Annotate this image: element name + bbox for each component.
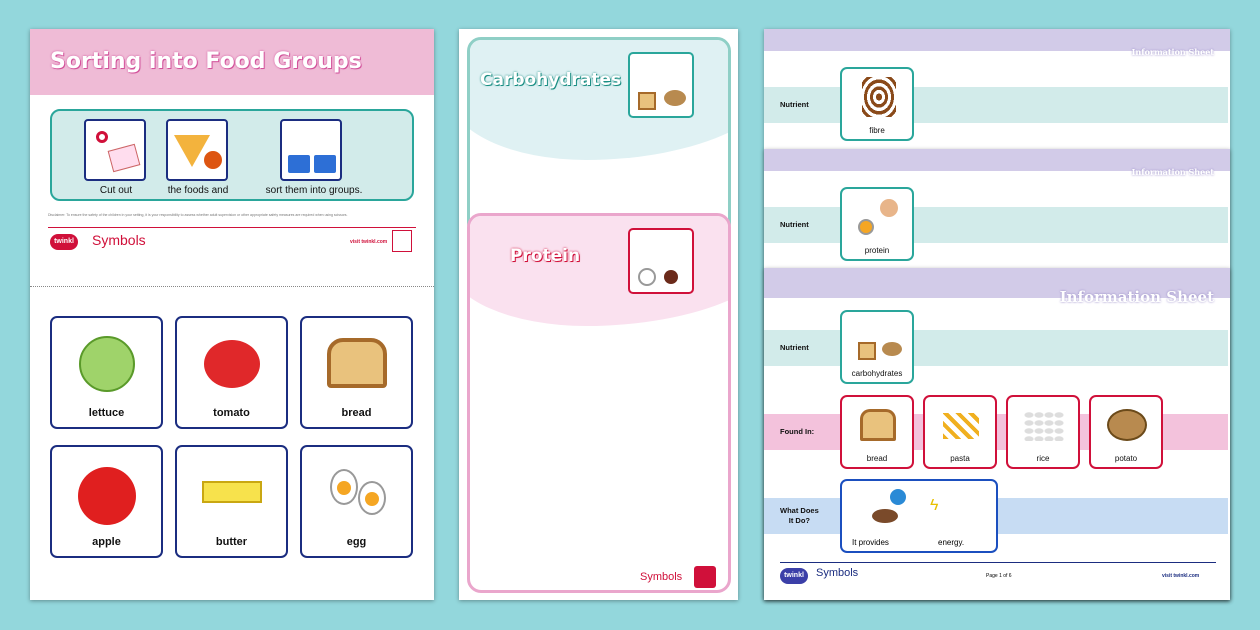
twinkl-logo: twinkl (780, 568, 808, 584)
nutrient-label: Nutrient (780, 220, 809, 229)
food-card-lettuce[interactable]: lettuce (50, 316, 163, 429)
worksheet-title: Sorting into Food Groups (50, 49, 362, 74)
visit-link[interactable]: visit twinkl.com (350, 239, 388, 245)
page-number: Page 1 of 6 (986, 573, 1012, 579)
food-card-egg[interactable]: egg (300, 445, 413, 558)
apple-icon (77, 467, 136, 525)
info-sheet-header: Information Sheet (764, 29, 1230, 57)
sorting-mats: Carbohydrates Protein Symbols (459, 29, 738, 600)
lightning-icon: ϟ (930, 497, 939, 514)
worksheet-footer: twinkl Symbols visit twinkl.com (48, 227, 416, 252)
rice-symbol: rice (1006, 395, 1080, 469)
protein-mat: Protein Symbols (467, 213, 731, 593)
symbols-logo: Symbols (816, 567, 859, 579)
instructions-panel: Cut out the foods and sort them into gro… (50, 109, 414, 201)
egg-icon (330, 469, 358, 505)
instruction-text: sort them into groups. (265, 185, 363, 196)
symbol-caption: protein (864, 246, 890, 255)
card-label: egg (346, 536, 367, 548)
symbol-caption: carbohydrates (851, 369, 903, 378)
symbol-caption: pasta (950, 454, 970, 463)
butter-icon (201, 481, 262, 503)
info-sheet-title: Information Sheet (1131, 47, 1214, 57)
symbol-caption: energy. (938, 538, 965, 547)
instruction-text: the foods and (167, 185, 229, 196)
cut-line (30, 286, 434, 287)
scissors-icon (84, 119, 146, 181)
symbol-caption: fibre (869, 126, 885, 135)
foods-icon (166, 119, 228, 181)
lettuce-icon (78, 336, 135, 392)
food-groups-worksheet: Sorting into Food Groups Cut out the foo… (30, 29, 434, 600)
checked-badge-icon (392, 230, 412, 252)
tomato-icon (203, 340, 260, 388)
bread-symbol: bread (840, 395, 914, 469)
nutrient-row (764, 87, 1228, 123)
food-icon (872, 509, 898, 523)
card-label: apple (92, 536, 121, 548)
pasta-symbol: pasta (923, 395, 997, 469)
symbol-caption: It provides (852, 538, 889, 547)
symbol-caption: bread (866, 454, 888, 463)
info-sheet-header: Information Sheet (764, 149, 1230, 177)
label-line: What Does (780, 506, 819, 515)
protein-symbol: protein (840, 187, 914, 261)
fibre-symbol: fibre (840, 67, 914, 141)
potato-symbol: potato (1089, 395, 1163, 469)
sort-groups-icon (280, 119, 342, 181)
food-card-tomato[interactable]: tomato (175, 316, 288, 429)
info-sheet-carbohydrates: Information Sheet Nutrient carbohydrates… (764, 268, 1230, 600)
energy-symbol: ϟ It provides energy. (840, 479, 998, 553)
bread-icon (326, 338, 387, 388)
food-card-butter[interactable]: butter (175, 445, 288, 558)
found-in-label: Found In: (780, 427, 815, 436)
carbohydrates-symbol: carbohydrates (840, 310, 914, 384)
carbohydrates-title: Carbohydrates (480, 70, 622, 90)
nutrient-label: Nutrient (780, 100, 809, 109)
card-label: tomato (213, 407, 250, 419)
egg-icon (358, 481, 386, 515)
carbohydrates-icon (628, 52, 694, 118)
food-card-bread[interactable]: bread (300, 316, 413, 429)
info-sheet-title: Information Sheet (1059, 288, 1214, 306)
protein-icon (628, 228, 694, 294)
info-sheet-header: Information Sheet (764, 268, 1230, 306)
protein-title: Protein (510, 246, 581, 266)
label-line: It Do? (788, 516, 810, 525)
nutrient-label: Nutrient (780, 343, 809, 352)
worksheet-header: Sorting into Food Groups (30, 29, 434, 95)
symbols-logo: Symbols (92, 232, 146, 248)
food-card-apple[interactable]: apple (50, 445, 163, 558)
visit-link[interactable]: visit twinkl.com (1162, 573, 1200, 579)
symbol-caption: rice (1036, 454, 1050, 463)
nutrient-row (764, 330, 1228, 366)
card-label: lettuce (88, 407, 125, 419)
instruction-text: Cut out (99, 185, 133, 196)
carbohydrates-mat: Carbohydrates (467, 37, 731, 237)
symbol-caption: potato (1114, 454, 1138, 463)
hand-icon (890, 489, 906, 505)
twinkl-logo: twinkl (50, 234, 78, 250)
symbols-logo: Symbols (640, 571, 683, 583)
disclaimer: Disclaimer: To ensure the safety of the … (48, 213, 348, 217)
nutrient-row (764, 207, 1228, 243)
card-label: bread (341, 407, 372, 419)
info-sheet-title: Information Sheet (1131, 167, 1214, 177)
info-footer: twinkl Symbols Page 1 of 6 visit twinkl.… (780, 562, 1216, 584)
card-label: butter (215, 536, 248, 548)
twinkl-badge-icon (694, 566, 716, 588)
